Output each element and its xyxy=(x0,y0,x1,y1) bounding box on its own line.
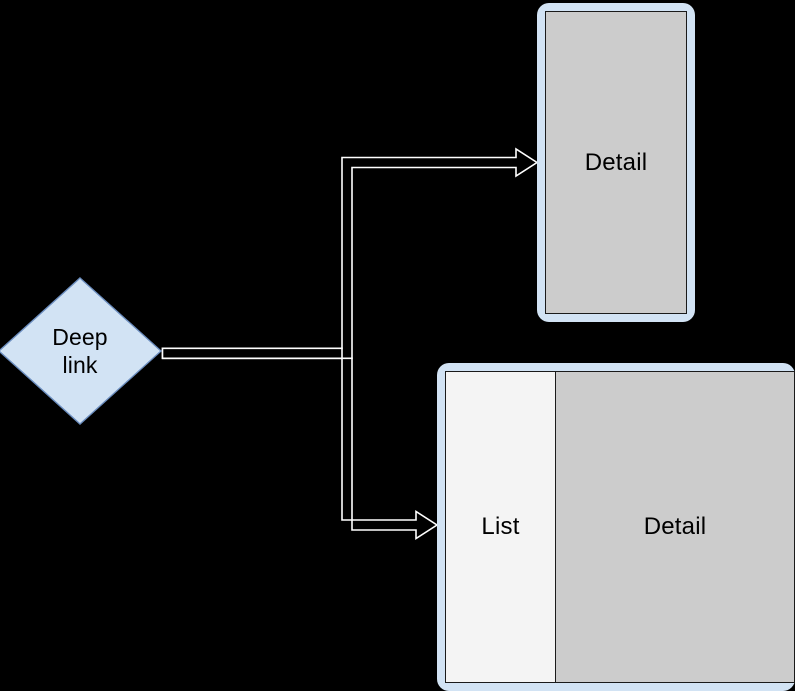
edge-deeplink-to-tablet[interactable] xyxy=(161,347,439,540)
tablet-detail-label: Detail xyxy=(643,513,707,540)
tablet-screen: List Detail xyxy=(445,371,795,683)
node-phone-frame[interactable]: Detail xyxy=(537,3,695,322)
phone-detail-label: Detail xyxy=(584,148,648,176)
diamond-shape xyxy=(0,277,163,425)
node-deep-link[interactable]: Deep link xyxy=(0,277,163,425)
tablet-list-label: List xyxy=(481,513,520,540)
edge-deeplink-to-phone[interactable] xyxy=(161,147,539,360)
node-tablet-frame[interactable]: List Detail xyxy=(437,363,795,691)
phone-screen: Detail xyxy=(545,11,687,314)
tablet-list-pane[interactable]: List xyxy=(446,372,556,682)
tablet-detail-pane[interactable]: Detail xyxy=(556,372,794,682)
phone-detail-pane[interactable]: Detail xyxy=(546,12,686,313)
